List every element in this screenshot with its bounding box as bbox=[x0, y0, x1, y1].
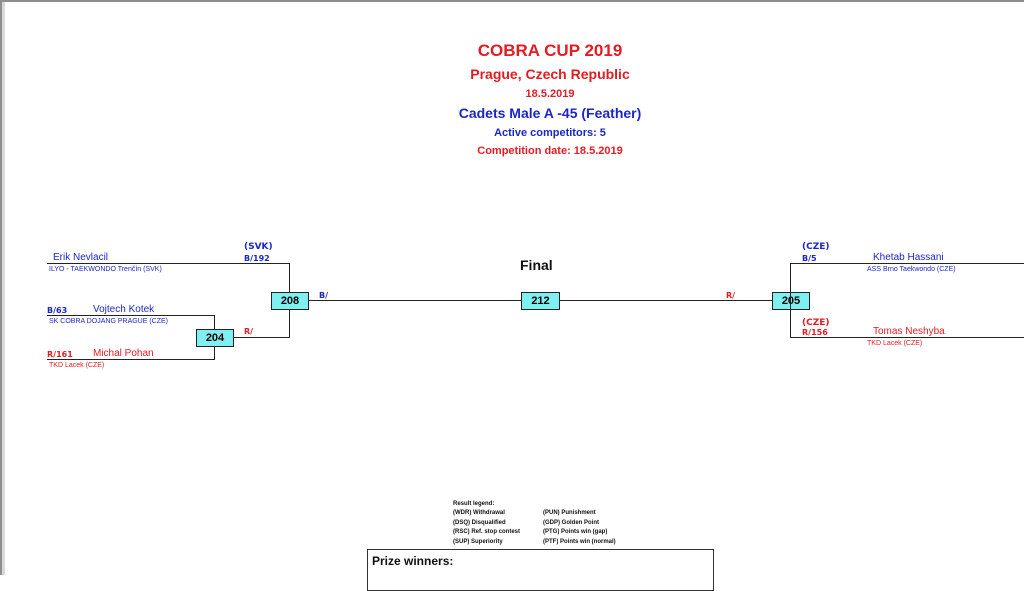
corner-tag-208-winner: B/ bbox=[319, 291, 329, 300]
match-box-212[interactable]: 212 bbox=[521, 292, 560, 310]
final-label: Final bbox=[520, 257, 553, 273]
match-box-208[interactable]: 208 bbox=[271, 292, 309, 310]
competitor-name-nevlacil: Erik Nevlacil bbox=[53, 252, 109, 263]
corner-tag-nevlacil: B/192 bbox=[244, 254, 270, 263]
legend-item: (PTG) Points win (gap) bbox=[543, 529, 608, 535]
bracket-line bbox=[47, 359, 214, 360]
country-svk: (SVK) bbox=[244, 242, 273, 252]
frame-left-border bbox=[0, 0, 2, 575]
corner-tag-hassani: B/5 bbox=[802, 254, 817, 263]
category-title: Cadets Male A -45 (Feather) bbox=[458, 105, 642, 121]
corner-tag-204-winner: R/ bbox=[244, 327, 254, 336]
legend-item: (PTF) Points win (normal) bbox=[543, 538, 616, 545]
competitor-name-neshyba: Tomas Neshyba bbox=[873, 326, 945, 337]
frame-top-border bbox=[0, 0, 1024, 2]
country-cze-neshyba: (CZE) bbox=[802, 318, 830, 328]
bracket-line bbox=[47, 263, 289, 264]
corner-tag-pohan: R/161 bbox=[47, 350, 73, 359]
corner-tag-kotek: B/63 bbox=[47, 306, 68, 315]
event-location: Prague, Czech Republic bbox=[470, 66, 630, 82]
match-box-205[interactable]: 205 bbox=[772, 292, 810, 310]
legend-item: (GDP) Golden Point bbox=[543, 519, 599, 526]
competitor-club-pohan: TKD Lacek (CZE) bbox=[49, 362, 105, 369]
bracket-line bbox=[559, 300, 772, 301]
match-box-204[interactable]: 204 bbox=[196, 329, 234, 347]
legend-col-2: (PUN) Punishment (GDP) Golden Point (PTG… bbox=[543, 509, 616, 547]
frame-shadow bbox=[2, 2, 5, 575]
legend-title: Result legend: bbox=[453, 501, 495, 507]
competitor-name-hassani: Khetab Hassani bbox=[873, 252, 944, 263]
corner-tag-205-side: R/ bbox=[726, 291, 736, 300]
competitor-club-nevlacil: ILYO - TAEKWONDO Trenčín (SVK) bbox=[49, 266, 162, 273]
bracket-line bbox=[47, 315, 214, 316]
corner-tag-neshyba: R/156 bbox=[802, 328, 828, 337]
competitor-club-neshyba: TKD Lacek (CZE) bbox=[867, 340, 923, 347]
competitor-club-hassani: ASS Brno Taekwondo (CZE) bbox=[867, 266, 956, 273]
competitor-name-kotek: Vojtech Kotek bbox=[93, 304, 155, 315]
bracket-line bbox=[233, 337, 290, 338]
competitor-name-pohan: Michal Pohan bbox=[93, 348, 154, 359]
event-title: COBRA CUP 2019 bbox=[477, 41, 623, 60]
legend-item: (RSC) Ref. stop contest bbox=[453, 529, 521, 535]
competitor-club-kotek: SK COBRA DOJANG PRAGUE (CZE) bbox=[49, 318, 169, 325]
bracket-line bbox=[308, 300, 521, 301]
legend-item: (SUP) Superiority bbox=[453, 538, 503, 545]
active-competitors: Active competitors: 5 bbox=[494, 127, 606, 139]
bracket-line bbox=[790, 263, 1024, 264]
legend-col-1: (WDR) Withdrawal (DSQ) Disqualified (RSC… bbox=[453, 509, 520, 547]
bracket-line bbox=[790, 263, 791, 338]
competition-date: Competition date: 18.5.2019 bbox=[477, 145, 623, 157]
prize-winners-title: Prize winners: bbox=[372, 554, 454, 568]
legend-item: (WDR) Withdrawal bbox=[453, 510, 505, 516]
event-date: 18.5.2019 bbox=[525, 88, 575, 100]
legend-item: (PUN) Punishment bbox=[543, 510, 596, 516]
bracket-line bbox=[790, 337, 1024, 338]
legend-item: (DSQ) Disqualified bbox=[453, 519, 506, 526]
prize-winners-box: Prize winners: bbox=[367, 549, 714, 591]
country-cze-hassani: (CZE) bbox=[802, 242, 830, 252]
